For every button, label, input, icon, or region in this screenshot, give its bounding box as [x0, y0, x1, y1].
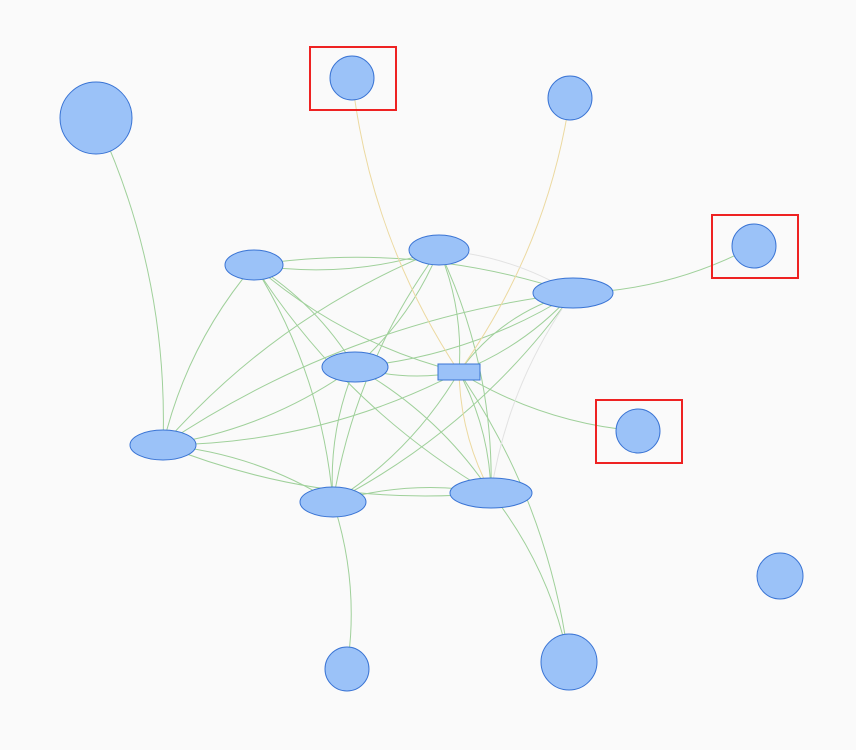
edge-R-O — [458, 371, 570, 663]
edge-R-J — [458, 371, 639, 432]
node-A[interactable] — [59, 81, 133, 155]
node-H[interactable] — [321, 351, 389, 383]
edge-R-L — [458, 371, 492, 494]
node-G[interactable] — [532, 277, 614, 309]
node-O[interactable] — [540, 633, 598, 691]
edge-B-R — [351, 77, 460, 373]
highlight-box-D — [711, 214, 799, 279]
edge-H-L — [354, 366, 492, 494]
edge-F-I — [162, 249, 440, 446]
edge-I-R — [162, 371, 460, 446]
edge-E-K — [253, 264, 334, 503]
nodes — [59, 55, 804, 692]
edge-E-R — [253, 264, 460, 373]
node-E[interactable] — [224, 249, 284, 281]
node-N[interactable] — [324, 646, 370, 692]
edge-A-I — [95, 117, 164, 446]
edge-C-R — [458, 97, 571, 373]
edge-G-H — [354, 292, 574, 368]
edge-K-N — [332, 501, 352, 670]
edge-G-I — [162, 292, 574, 446]
node-I[interactable] — [129, 429, 197, 461]
edge-H-K — [331, 366, 356, 503]
edge-G-K — [332, 292, 574, 503]
node-J[interactable] — [615, 408, 661, 454]
edges — [95, 77, 755, 670]
edge-K-R — [332, 371, 460, 503]
edge-L-R — [458, 371, 492, 494]
node-K[interactable] — [299, 486, 367, 518]
edge-E-I — [162, 264, 255, 446]
highlight-box-B — [309, 46, 397, 111]
highlight-boxes — [309, 46, 799, 464]
node-L[interactable] — [449, 477, 533, 509]
edge-H-I — [162, 366, 356, 446]
node-D[interactable] — [731, 223, 777, 269]
node-R[interactable] — [437, 363, 481, 381]
edge-E-L — [253, 264, 492, 494]
node-B[interactable] — [329, 55, 375, 101]
highlight-box-J — [595, 399, 683, 464]
node-C[interactable] — [547, 75, 593, 121]
edge-G-L — [490, 292, 574, 494]
edge-F-R — [438, 249, 461, 373]
node-M[interactable] — [756, 552, 804, 600]
node-F[interactable] — [408, 234, 470, 266]
